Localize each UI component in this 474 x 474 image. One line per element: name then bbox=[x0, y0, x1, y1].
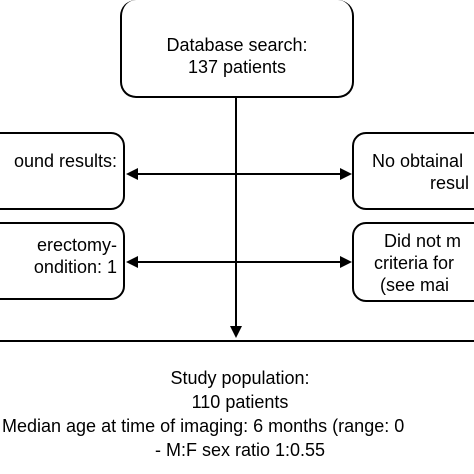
right-box-2-line-2: criteria for bbox=[374, 253, 455, 273]
database-search-box: Database search: 137 patients bbox=[120, 0, 354, 98]
study-population-box: Study population: 110 patients Median ag… bbox=[0, 340, 474, 474]
study-box-line-3: Median age at time of imaging: 6 months … bbox=[2, 416, 405, 436]
right-exclusion-box-2: Did not m criteria for (see mai bbox=[352, 222, 474, 302]
study-box-line-2: 110 patients bbox=[191, 392, 289, 412]
left-exclusion-box-2: erectomy- ondition: 1 bbox=[0, 222, 125, 300]
left-box-2-line-1: erectomy- bbox=[36, 235, 117, 255]
study-box-line-4: - M:F sex ratio 1:0.55 bbox=[154, 440, 326, 460]
right-box-1-line-2: resul bbox=[430, 173, 470, 193]
right-box-2-line-3: (see mai bbox=[380, 275, 450, 295]
right-box-1-line-1: No obtainal bbox=[372, 151, 464, 171]
study-box-line-1: Study population: bbox=[170, 368, 310, 388]
right-box-2-line-1: Did not m bbox=[384, 231, 462, 251]
search-box-line-2: 137 patients bbox=[187, 57, 287, 77]
left-exclusion-box-1: ound results: bbox=[0, 132, 125, 210]
left-box-2-line-2: ondition: 1 bbox=[33, 257, 117, 277]
search-box-line-1: Database search: bbox=[166, 35, 308, 55]
right-exclusion-box-1: No obtainal resul bbox=[352, 132, 474, 210]
left-box-1-line-1: ound results: bbox=[13, 151, 117, 171]
